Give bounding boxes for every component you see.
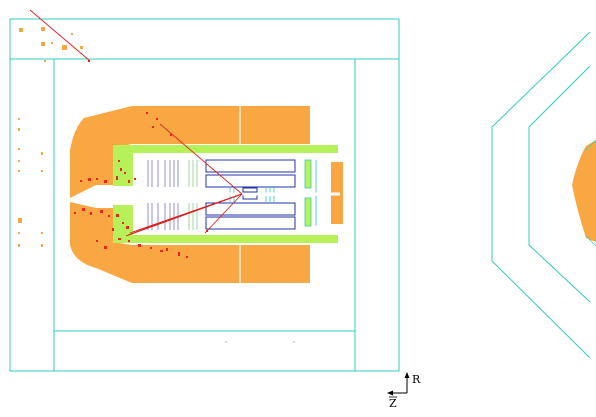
faint-marks: [225, 341, 295, 343]
silicon-strip-tracker-green: [188, 160, 198, 230]
r-axis-label: R: [412, 373, 421, 386]
end-view-outer-octagon: [491, 31, 591, 359]
outer-chamber-deposits: [18, 27, 83, 247]
pixel-detector: [229, 187, 275, 202]
axis-indicator: R Z: [387, 372, 421, 410]
energy-hits: [74, 60, 208, 258]
r-axis-arrowhead: [404, 372, 410, 378]
z-axis-label: Z: [389, 397, 397, 410]
end-view-inner-lines: [585, 139, 596, 247]
muon-chamber-outline: [9, 18, 400, 372]
end-view-calorimeter-deposit: [572, 140, 596, 242]
side-view-rz: [9, 9, 400, 372]
end-view-xy: [491, 31, 596, 359]
z-axis-arrowhead: [387, 390, 393, 396]
silicon-strip-tracker: [147, 160, 179, 230]
particle-tracks: [29, 9, 243, 237]
